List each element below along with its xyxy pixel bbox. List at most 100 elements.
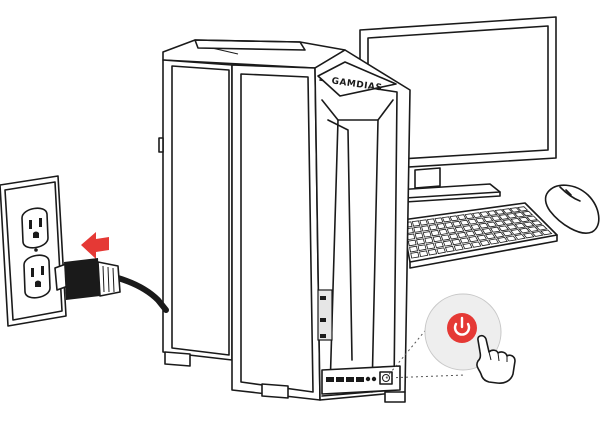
keyboard-key (468, 235, 479, 243)
keyboard-key (470, 223, 481, 230)
keyboard-key (535, 224, 548, 231)
keyboard-key (414, 232, 424, 239)
keyboard-key (526, 226, 539, 232)
keyboard-key (514, 222, 526, 229)
keyboard-key (516, 206, 529, 212)
keyboard-key (540, 229, 553, 236)
keyboard-key (513, 211, 526, 218)
mouse-icon (544, 184, 600, 234)
keyboard-key (475, 217, 486, 224)
keyboard-key (486, 210, 498, 216)
keyboard-key (407, 239, 417, 247)
keyboard-key (441, 216, 452, 223)
keyboard-key (498, 214, 510, 220)
keyboard-key (498, 225, 510, 232)
keyboard-key (505, 235, 517, 242)
keyboard-key (518, 216, 530, 223)
keyboard-icon (401, 202, 558, 269)
keyboard-key (506, 213, 518, 219)
arrow-left-icon (81, 232, 109, 259)
keyboard-key (496, 236, 508, 244)
keyboard-key (518, 227, 531, 234)
keyboard-key (484, 233, 496, 240)
keyboard-key (425, 242, 436, 250)
keyboard-key (456, 214, 467, 221)
keyboard-key (522, 232, 535, 239)
keyboard-key (424, 237, 434, 244)
keyboard-key (448, 233, 459, 240)
keyboard-key (479, 211, 490, 217)
keyboard-key (428, 224, 438, 231)
keyboard-key (427, 248, 438, 256)
keyboard-key (451, 238, 462, 246)
keyboard-key (476, 234, 488, 241)
keyboard-key (459, 237, 470, 244)
keyboard-key (410, 251, 420, 259)
keyboard-key (434, 241, 444, 249)
keyboard-key (446, 227, 457, 234)
keyboard-key (489, 226, 501, 233)
keyboard-key (434, 217, 444, 224)
keyboard-key (510, 229, 522, 235)
power-button-icon[interactable] (447, 313, 477, 343)
keyboard-key (486, 221, 497, 228)
keyboard-key (457, 231, 467, 239)
keyboard-key (416, 238, 426, 245)
keyboard-key (478, 222, 489, 229)
keyboard-key (501, 208, 513, 214)
keyboard-key (419, 219, 428, 226)
keyboard-key (459, 219, 470, 226)
keyboard-key (490, 215, 502, 221)
keyboard-key (454, 226, 465, 233)
keyboard-key (526, 215, 538, 222)
keyboard-key (522, 221, 535, 228)
keyboard-key (479, 239, 491, 247)
side-vents (317, 289, 333, 341)
pc-tower-icon: GAMDIAS (158, 39, 411, 403)
keyboard-key (494, 209, 506, 215)
wall-outlet-icon (0, 175, 67, 327)
keyboard-key (506, 224, 518, 230)
keyboard-key (462, 225, 473, 232)
keyboard-key (531, 231, 544, 237)
keyboard-key (471, 212, 482, 219)
keyboard-key (494, 220, 506, 227)
keyboard-key (430, 229, 440, 237)
keyboard-key (467, 218, 478, 225)
keyboard-key (470, 241, 482, 248)
keyboard-key (510, 217, 522, 224)
hand-pointer-icon (476, 334, 516, 384)
keyboard-key (436, 247, 446, 254)
power-button-callout (424, 293, 516, 384)
keyboard-key (438, 228, 448, 236)
keyboard-key (409, 245, 418, 253)
keyboard-key (436, 223, 446, 230)
keyboard-key (501, 230, 514, 237)
keyboard-key (422, 231, 432, 238)
keyboard-key (411, 220, 421, 227)
keyboard-key (509, 207, 521, 213)
keyboard-key (413, 226, 422, 233)
keyboard-key (493, 231, 505, 238)
keyboard-key (481, 227, 493, 234)
keyboard-key (473, 229, 484, 236)
keyboard-key (442, 240, 453, 247)
power-cable (115, 275, 169, 313)
keyboard-key (462, 242, 473, 250)
keyboard-key (464, 213, 475, 220)
keyboard-key (514, 234, 526, 240)
keyboard-key (444, 245, 455, 253)
front-io-panel (321, 365, 401, 395)
keyboard-key (426, 218, 436, 225)
keyboard-key (432, 235, 442, 243)
tower-power-button[interactable] (382, 374, 390, 382)
keyboard-key (417, 244, 427, 251)
keyboard-key (488, 238, 500, 245)
keyboard-key (482, 216, 494, 223)
keyboard-key (452, 220, 462, 227)
keyboard-key (444, 221, 454, 229)
keyboard-key (440, 234, 451, 241)
keyboard-key (453, 244, 464, 251)
keyboard-key (465, 230, 476, 237)
